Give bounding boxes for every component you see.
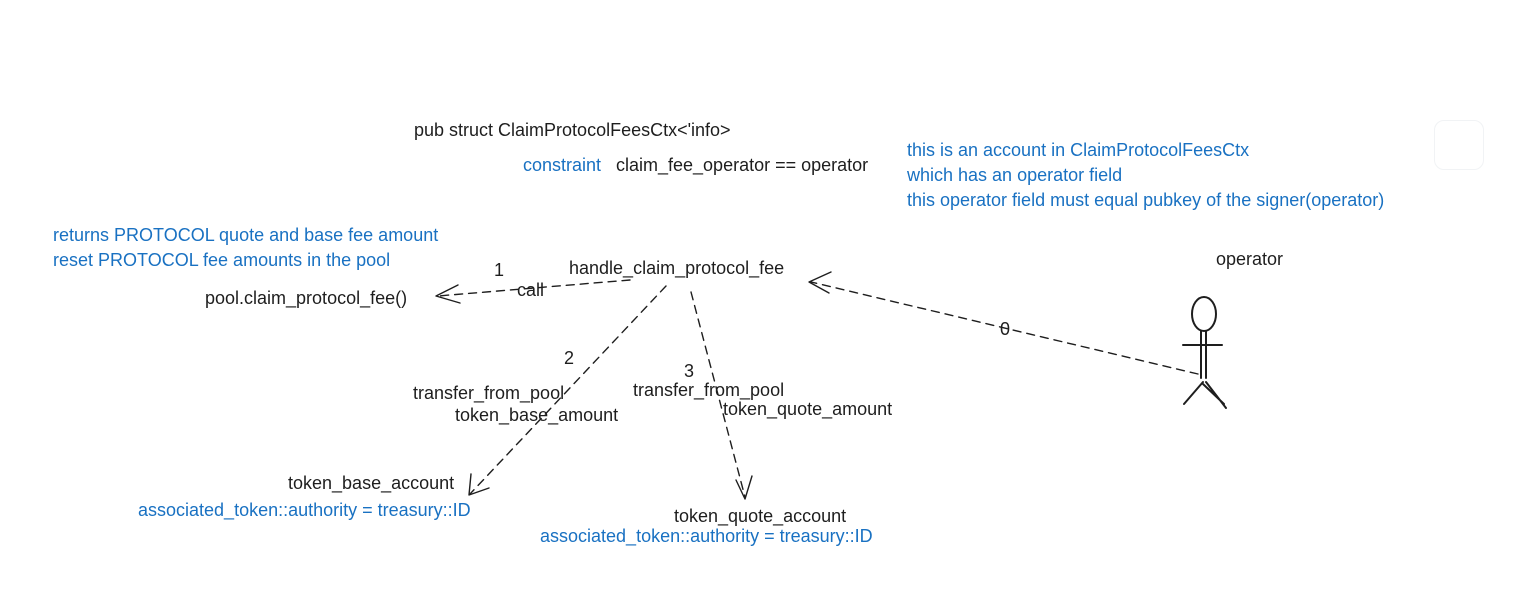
quote-account-authority: associated_token::authority = treasury::…: [540, 526, 873, 546]
edge-operator-to-handler-arrowhead: [808, 271, 832, 294]
edge-1-label: call: [517, 280, 545, 300]
edge-handler-to-pool: [437, 279, 631, 297]
constraint-expression: claim_fee_operator == operator: [616, 155, 869, 175]
operator-field-note-line: this is an account in ClaimProtocolFeesC…: [907, 140, 1250, 160]
edge-1-step-number: 1: [494, 260, 505, 280]
returns-note-line: reset PROTOCOL fee amounts in the pool: [53, 250, 391, 270]
edge-3-label-line1: transfer_from_pool: [633, 380, 785, 400]
edge-handler-to-base-account: [469, 285, 667, 495]
edge-handler-to-base-account-arrowhead: [468, 473, 490, 496]
edge-handler-to-pool-arrowhead: [435, 284, 461, 304]
edge-handler-to-quote-account-arrowhead: [735, 475, 753, 500]
edge-2-label-line1: transfer_from_pool: [413, 383, 565, 403]
operator-field-note-line: this operator field must equal pubkey of…: [907, 190, 1385, 210]
returns-note-line: returns PROTOCOL quote and base fee amou…: [53, 225, 439, 245]
operator-label: operator: [1216, 249, 1284, 269]
operator-field-note-line: which has an operator field: [907, 165, 1123, 185]
base-account-node: token_base_account: [288, 473, 455, 493]
edge-0-step-number: 0: [1000, 319, 1011, 339]
empty-corner-frame: [1434, 120, 1484, 170]
quote-account-node: token_quote_account: [674, 506, 847, 526]
edge-2-step-number: 2: [564, 348, 575, 368]
struct-title: pub struct ClaimProtocolFeesCtx<'info>: [414, 120, 731, 140]
edge-3-step-number: 3: [684, 361, 695, 381]
edge-2-label-line2: token_base_amount: [455, 405, 619, 425]
operator-actor-icon: [1182, 296, 1227, 409]
constraint-keyword: constraint: [523, 155, 602, 175]
pool-function-node: pool.claim_protocol_fee(): [205, 288, 408, 308]
edge-handler-to-quote-account: [690, 291, 746, 498]
edge-operator-to-handler: [810, 281, 1199, 375]
edge-3-label-line2: token_quote_amount: [723, 399, 893, 419]
handler-node: handle_claim_protocol_fee: [569, 258, 785, 278]
base-account-authority: associated_token::authority = treasury::…: [138, 500, 471, 520]
